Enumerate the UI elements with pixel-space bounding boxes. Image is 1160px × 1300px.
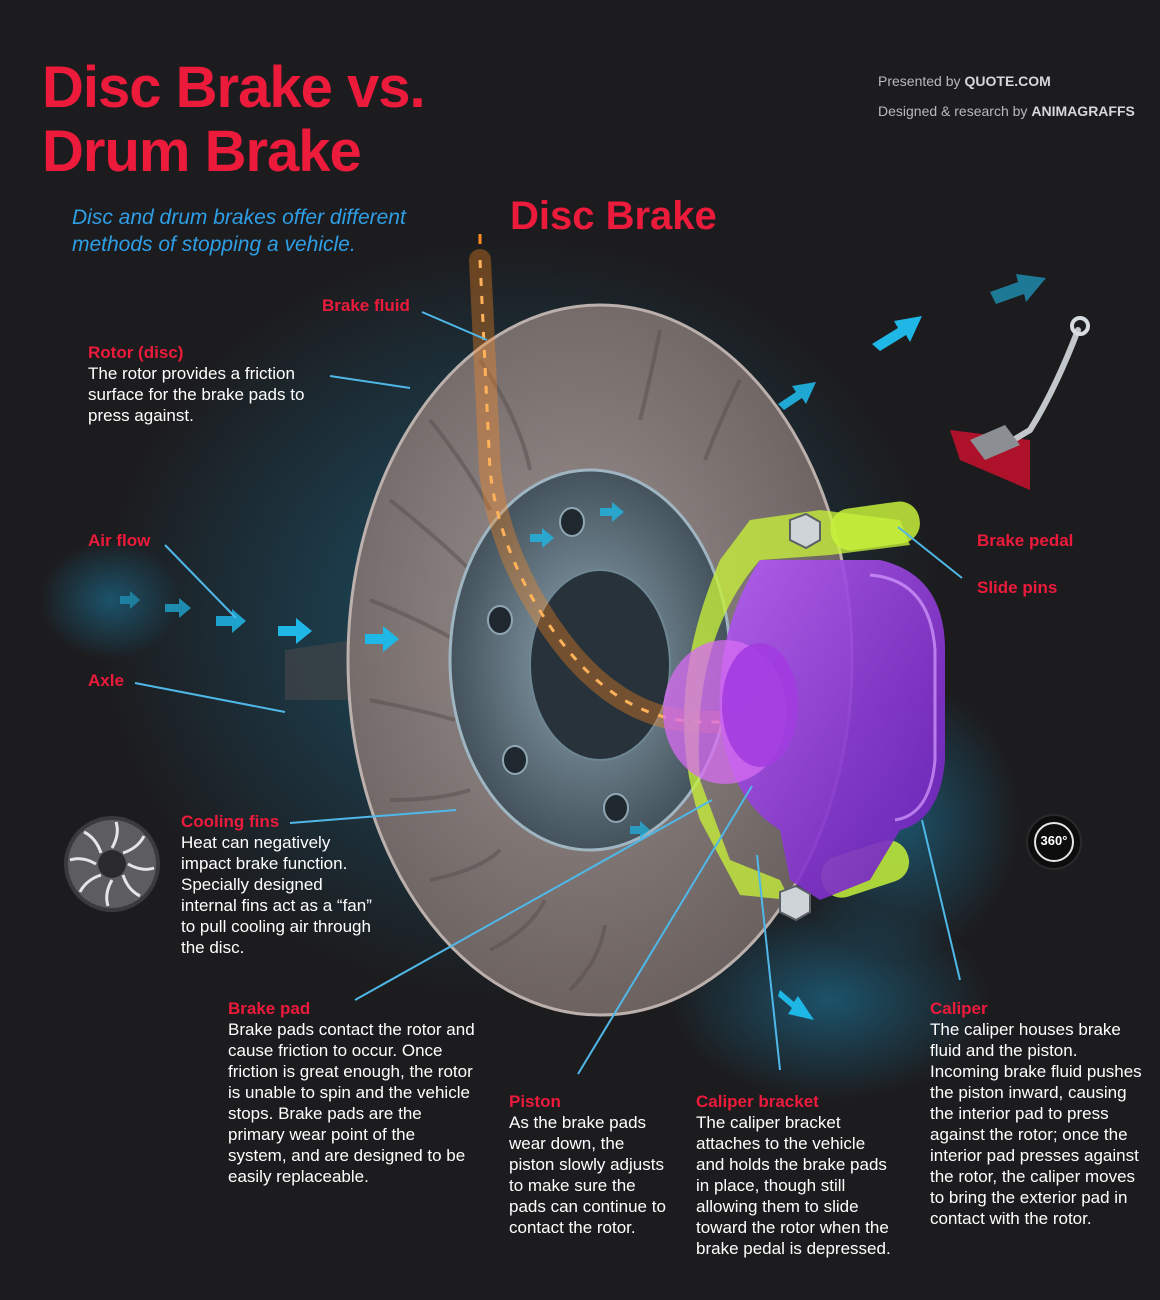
- airflow-glow: [40, 540, 180, 660]
- label-brake-pedal-title: Brake pedal: [977, 531, 1074, 550]
- label-slide-pins-title: Slide pins: [977, 578, 1058, 597]
- label-air-flow: Air flow: [88, 530, 150, 551]
- caliper-body: [719, 560, 945, 900]
- label-rotor-title: Rotor (disc): [88, 343, 184, 362]
- hub-bore: [529, 569, 671, 761]
- label-axle-title: Axle: [88, 671, 124, 690]
- slide-pin-top: [830, 501, 920, 551]
- rotate-360-icon: [1034, 822, 1074, 862]
- label-caliper-bracket-desc: The caliper bracket attaches to the vehi…: [696, 1113, 891, 1258]
- label-caliper: Caliper The caliper houses brake fluid a…: [930, 998, 1142, 1229]
- cooling-fan-icon: [64, 816, 160, 912]
- label-caliper-bracket-title: Caliper bracket: [696, 1092, 819, 1111]
- rotate-360-button[interactable]: 360°: [1026, 814, 1082, 870]
- main-title: Disc Brake vs. Drum Brake: [42, 55, 426, 184]
- label-brake-fluid-title: Brake fluid: [322, 296, 410, 315]
- designed-by-name[interactable]: ANIMAGRAFFS: [1031, 103, 1135, 119]
- leader-lines: [134, 311, 963, 1075]
- presented-by-name[interactable]: QUOTE.COM: [964, 73, 1051, 89]
- rotor-vent-slots: [369, 329, 742, 992]
- main-title-line-1: Disc Brake vs.: [42, 55, 426, 120]
- piston-face: [722, 643, 798, 767]
- brake-pedal-illustration: [950, 316, 1090, 490]
- designed-by-label: Designed & research by: [878, 103, 1028, 119]
- label-brake-pedal: Brake pedal: [977, 530, 1073, 551]
- caliper-highlight: [869, 573, 937, 822]
- label-brake-fluid: Brake fluid: [322, 295, 410, 316]
- label-rotor-desc: The rotor provides a friction surface fo…: [88, 364, 305, 425]
- label-caliper-title: Caliper: [930, 999, 988, 1018]
- airflow-arrows-out: [778, 274, 1046, 1020]
- rotate-360-label: 360°: [1040, 833, 1068, 848]
- label-cooling-fins-desc: Heat can negatively impact brake functio…: [181, 833, 372, 957]
- main-title-line-2: Drum Brake: [42, 119, 362, 184]
- label-piston-desc: As the brake pads wear down, the piston …: [509, 1113, 666, 1237]
- presented-by-label: Presented by: [878, 73, 961, 89]
- lower-glow: [670, 900, 990, 1100]
- section-title: Disc Brake: [510, 194, 717, 238]
- label-caliper-bracket: Caliper bracket The caliper bracket atta…: [696, 1091, 894, 1259]
- caliper-bolts: [779, 512, 821, 922]
- label-axle: Axle: [88, 670, 124, 691]
- label-piston-title: Piston: [509, 1092, 561, 1111]
- brake-fluid-flow: [478, 259, 730, 724]
- label-cooling-fins: Cooling fins Heat can negatively impact …: [181, 811, 376, 958]
- label-air-flow-title: Air flow: [88, 531, 151, 550]
- label-rotor: Rotor (disc) The rotor provides a fricti…: [88, 342, 333, 426]
- label-slide-pins: Slide pins: [977, 577, 1057, 598]
- lug-holes: [487, 507, 629, 823]
- label-cooling-fins-title: Cooling fins: [181, 812, 280, 831]
- intro-text: Disc and drum brakes offer different met…: [72, 206, 406, 256]
- label-brake-pad: Brake pad Brake pads contact the rotor a…: [228, 998, 476, 1187]
- label-piston: Piston As the brake pads wear down, the …: [509, 1091, 669, 1238]
- label-brake-pad-title: Brake pad: [228, 999, 311, 1018]
- airflow-arrows-left: [120, 502, 650, 839]
- label-brake-pad-desc: Brake pads contact the rotor and cause f…: [228, 1020, 475, 1186]
- label-caliper-desc: The caliper houses brake fluid and the p…: [930, 1020, 1142, 1228]
